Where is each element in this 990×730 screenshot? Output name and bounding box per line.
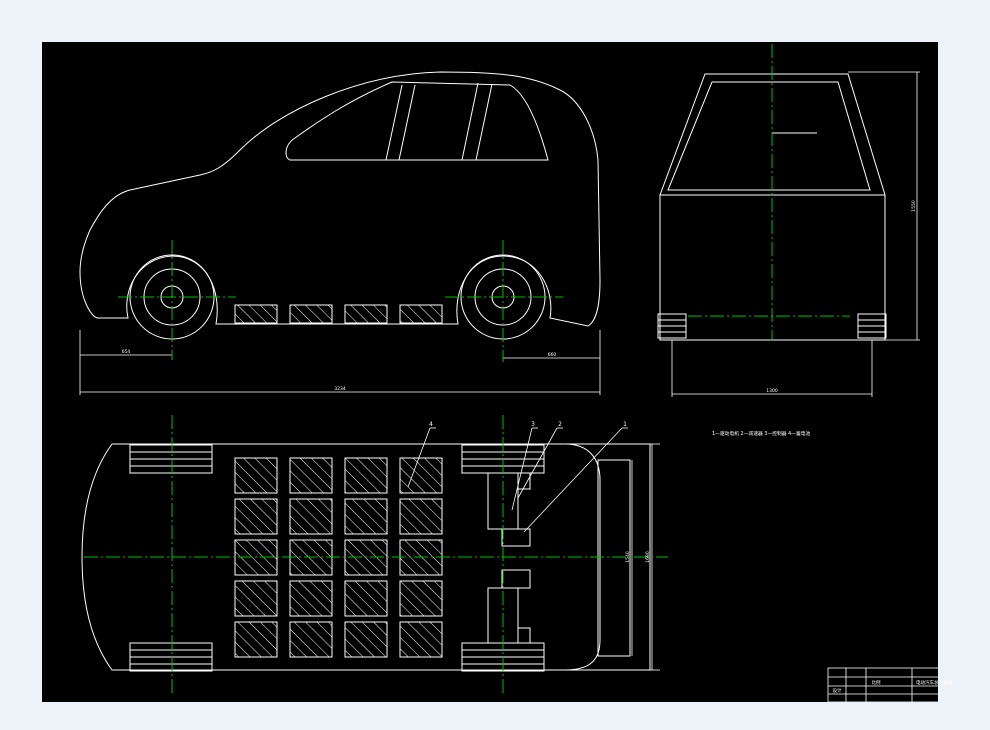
rear-window [667,81,871,191]
callout-3: 3 [531,421,535,428]
reducer-lower [517,627,531,644]
battery-grid [234,457,443,658]
window-pillar [461,82,479,161]
reducer-upper [517,472,531,490]
dim-width-a: 1540 [625,551,631,563]
windshield-outline [564,443,601,671]
window-outline [285,81,549,161]
title-block [827,667,938,702]
rear-wheels [657,313,887,339]
front-seat-frame [597,459,631,657]
motor-mount-upper [501,528,531,547]
dim-track: 1300 [766,388,778,394]
dim-height: 1550 [911,200,917,212]
callout-2: 2 [558,421,562,428]
title-designer-label: 设计 [833,687,842,694]
title-drawing-title: 电动汽车总布置图 [916,679,952,686]
window-pillar [385,84,403,161]
dim-overall-length: 3234 [334,386,346,392]
parts-note: 1—驱动电机 2—减速器 3—控制器 4—蓄电池 [712,430,811,437]
top-view [81,427,660,672]
dim-rear-wheel: 660 [548,352,557,358]
top-wheels [129,444,545,672]
window-pillar [475,83,493,161]
title-scale-label: 比例 [872,679,881,686]
side-battery-packs [234,304,443,324]
window-pillar [398,84,416,161]
callout-4: 4 [429,421,433,428]
rear-dimensions [671,71,920,397]
callout-leaders [407,427,628,533]
car-body-outline [79,71,601,327]
callout-1: 1 [623,421,627,428]
top-body-outline [81,443,651,671]
drawing-sheet [42,42,938,702]
dim-width-b: 1680 [645,551,651,563]
side-dimensions [79,330,601,395]
dim-front-wheel: 654 [122,349,131,355]
centerlines [84,44,850,694]
